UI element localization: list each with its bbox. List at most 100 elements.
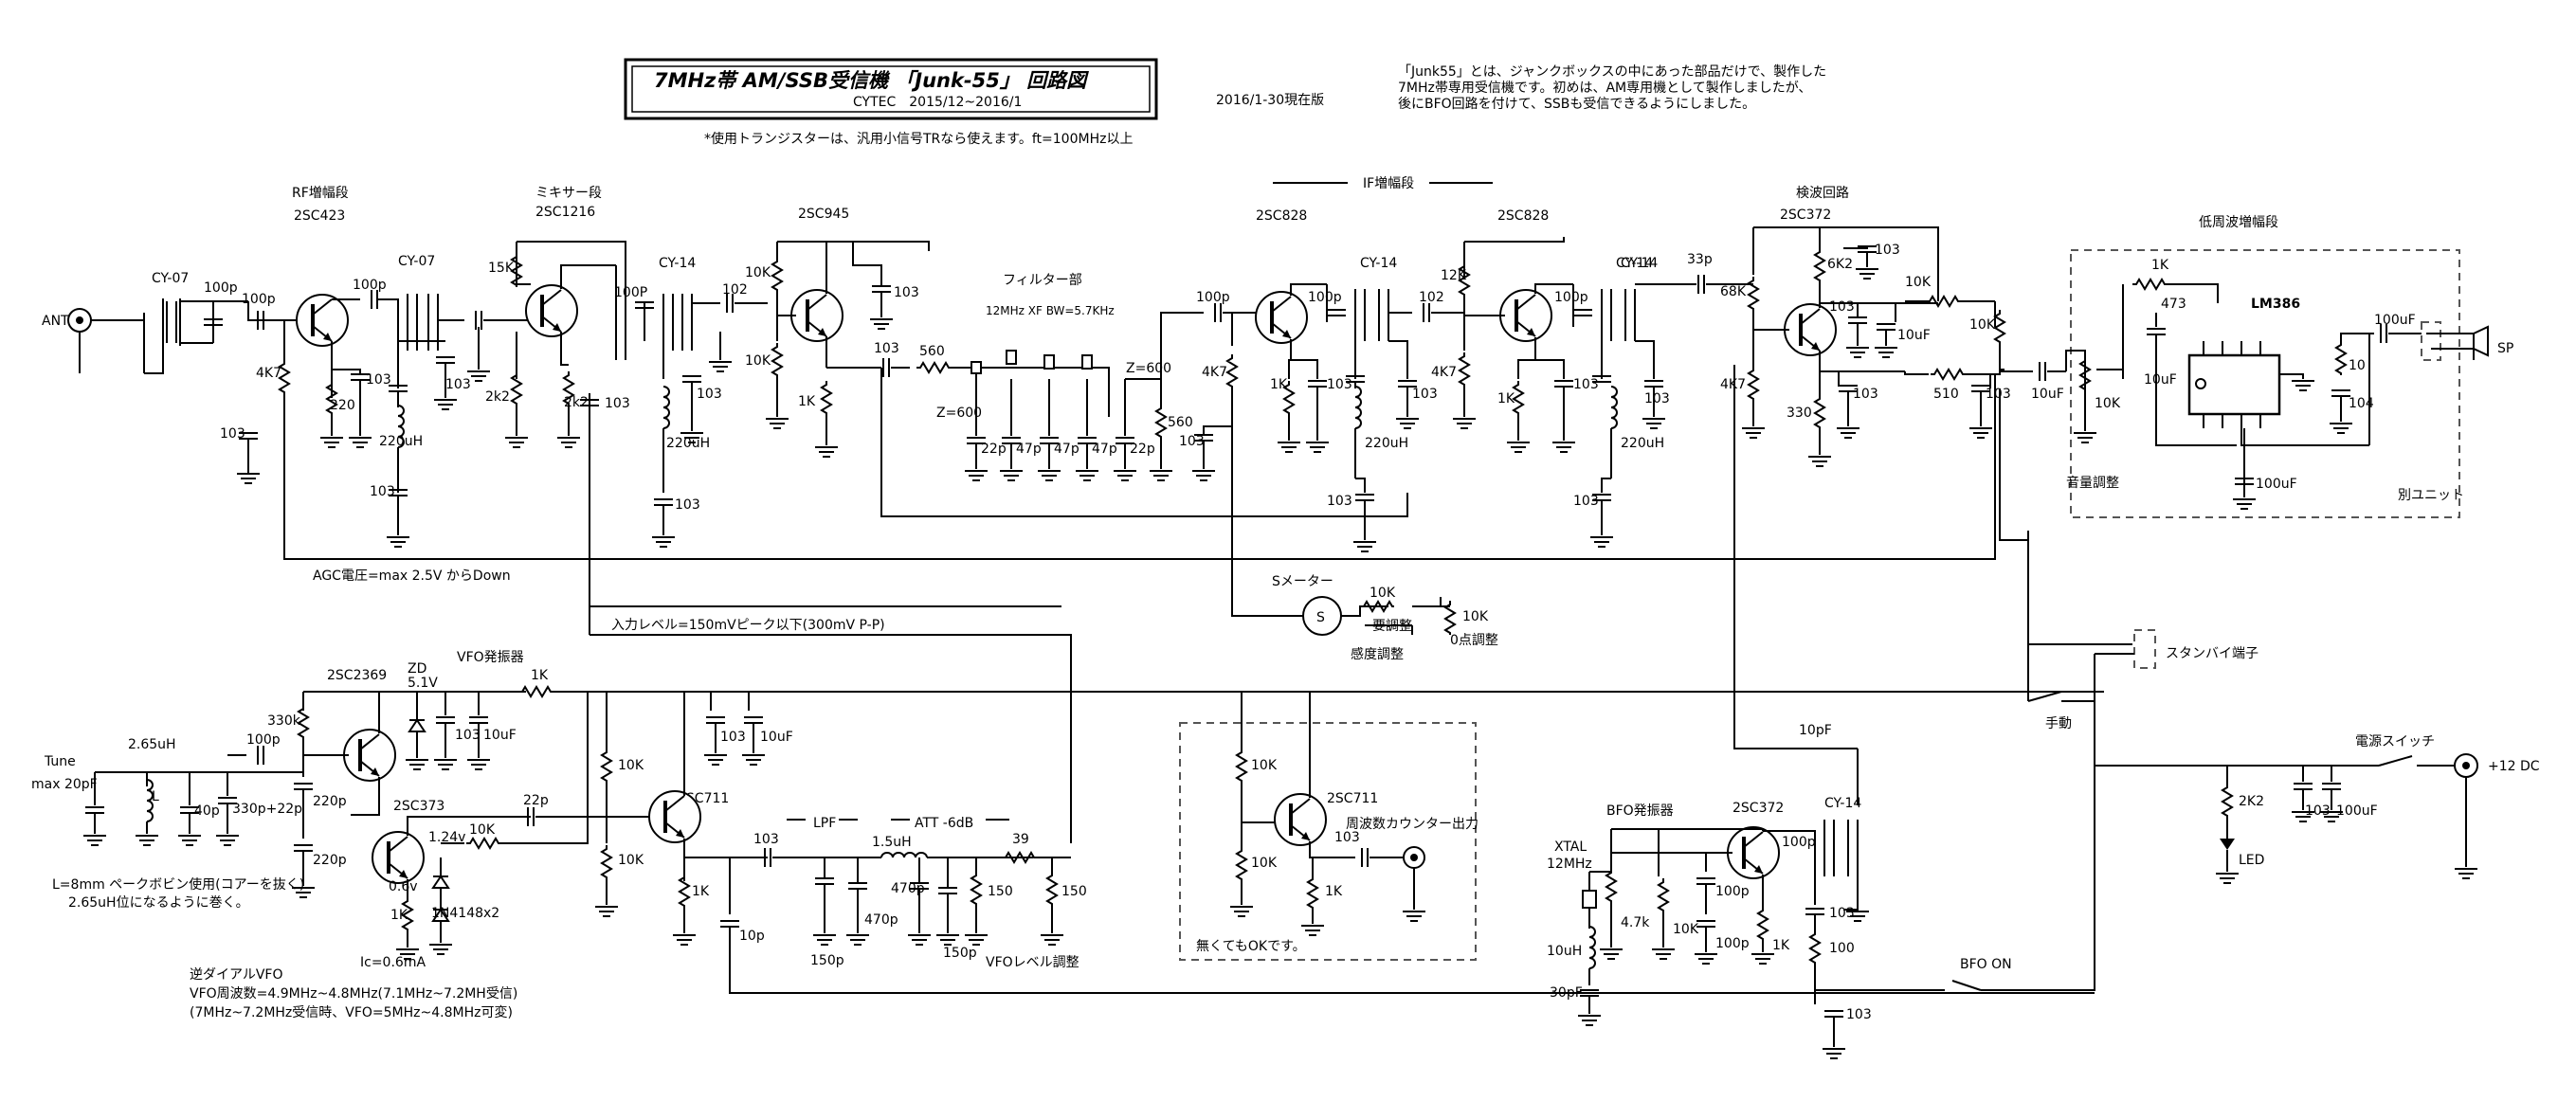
vfo-note-1: 逆ダイアルVFO: [190, 967, 283, 983]
label-c103-lpf: 103: [753, 832, 779, 847]
label-d1n4148: 1N4148x2: [431, 906, 499, 921]
label-r10k-vol: 10K: [2095, 396, 2121, 411]
title-author-date: CYTEC 2015/12~2016/1: [853, 95, 1022, 110]
label-c103-13: 103: [1412, 387, 1438, 402]
label-r10k-2: 10K: [745, 353, 771, 369]
label-max20p: max 20pF: [31, 777, 98, 792]
bfo-section: BFO発振器 2SC372 4.7k 10K 100p 100p 1K 100p…: [1547, 796, 1872, 1059]
label-c103-6: 103: [697, 387, 722, 402]
transistor-note: *使用トランジスターは、汎用小信号TRなら使えます。ft=100MHz以上: [704, 131, 1133, 147]
label-c100p-6: 100p: [1308, 290, 1342, 305]
label-r4k7-1: 4K7: [256, 366, 281, 381]
label-sens-short: 要調整: [1372, 619, 1412, 634]
label-c103-bfo: 103: [1829, 906, 1855, 921]
coil-note-2: 2.65uH位になるように巻く。: [68, 895, 249, 911]
label-optional: 無くてもOKです。: [1196, 939, 1306, 954]
label-c10pF: 10pF: [1799, 723, 1832, 738]
label-power-switch: 電源スイッチ: [2355, 734, 2435, 749]
label-q5: 2SC828: [1497, 208, 1549, 224]
label-zero-adj: 0点調整: [1450, 633, 1498, 648]
label-r473: 473: [2161, 297, 2186, 312]
label-r4-7k: 4.7k: [1621, 915, 1650, 930]
label-c470p-1: 470p: [864, 912, 898, 928]
detector-stage: 68K 4K7 6K2 103 330 103 103 10uF: [1720, 226, 2066, 467]
title-block: 7MHz帯 AM/SSB受信機 「Junk-55」 回路図 CYTEC 2015…: [624, 58, 1324, 120]
label-r2k2-1: 2k2: [485, 389, 510, 405]
label-r39: 39: [1012, 832, 1029, 847]
label-c100p-7: 100p: [1554, 290, 1588, 305]
label-c103-10: 103: [1179, 434, 1205, 449]
label-dc: +12 DC: [2488, 759, 2540, 774]
label-c150p-2: 150p: [943, 946, 977, 961]
label-r10k-sm: 10K: [1370, 586, 1396, 601]
label-l220uh-3: 220uH: [1365, 436, 1408, 451]
label-c470p-2: 470p: [891, 881, 925, 896]
label-cy07b: CY-07: [398, 254, 435, 269]
label-mixer: ミキサー段: [535, 186, 602, 201]
label-z600-a: Z=600: [936, 406, 982, 421]
label-c103-c: 103: [1334, 830, 1360, 845]
label-r1k-bfo: 1K: [1772, 938, 1790, 953]
label-bfo-on: BFO ON: [1960, 957, 2012, 972]
label-r2k2-2: 2k2: [564, 395, 589, 410]
label-r10k-det: 10K: [1905, 275, 1932, 290]
label-r150-2: 150: [1061, 884, 1087, 899]
label-cy14-bfo: CY-14: [1824, 796, 1861, 811]
label-r330: 330: [1787, 406, 1812, 421]
label-c103-8: 103: [894, 285, 919, 300]
label-detector: 検波回路: [1796, 186, 1849, 201]
label-c100P-mix: 100P: [614, 285, 647, 300]
if-stage-2: 12K 4K7 1K 103 100p CY-14 220uH 103 103: [1431, 237, 1753, 548]
label-r1k-c: 1K: [1325, 884, 1343, 899]
label-c103-11: 103: [1327, 377, 1352, 392]
label-c10p: 10p: [739, 929, 765, 944]
label-L: L: [152, 789, 159, 804]
label-c100p-bfo3: 100p: [1782, 835, 1816, 850]
label-c22p-a: 22p: [981, 442, 1007, 457]
label-c103-17: 103: [1875, 243, 1900, 258]
label-if-amp: IF増幅段: [1363, 176, 1414, 191]
label-c10uf-vfo1: 10uF: [483, 728, 517, 743]
label-filter-spec: 12MHz XF BW=5.7KHz: [986, 304, 1115, 317]
label-c22p-b: 22p: [1130, 442, 1155, 457]
ant-label: ANT: [42, 314, 69, 329]
description-line-3: 後にBFO回路を付けて、SSBも受信できるようにしました。: [1398, 97, 1755, 112]
vfo-section: VFO発振器 2SC2369 330k Tune max 20pF 2.65uH…: [31, 650, 2104, 994]
rf-stage: CY-07 100p 100p 4K7 103 220 103 100p CY-…: [152, 254, 531, 548]
label-r6k2: 6K2: [1827, 257, 1853, 272]
mixer-stage: 15K 2k2 2k2 103 100P CY-14 102 103 220uH: [485, 241, 1061, 607]
label-s-meter: Sメーター: [1272, 574, 1333, 589]
label-c103-5: 103: [605, 396, 630, 411]
label-r220: 220: [330, 398, 355, 413]
label-c103-15: 103: [1573, 494, 1599, 509]
label-c104: 104: [2349, 396, 2374, 411]
label-cy07a: CY-07: [152, 271, 189, 286]
antenna-terminal: ANT: [42, 308, 92, 333]
label-r10k-v1: 10K: [618, 758, 644, 773]
label-r15k: 15K: [488, 261, 515, 276]
label-r68k: 68K: [1720, 284, 1747, 299]
label-lpf: LPF: [813, 816, 836, 831]
label-c220p-1: 220p: [313, 794, 347, 809]
label-lm386: LM386: [2251, 297, 2300, 312]
label-l220uh-4: 220uH: [1621, 436, 1664, 451]
label-c103-bfo2: 103: [1846, 1007, 1872, 1022]
label-volume: 音量調整: [2066, 475, 2119, 491]
label-r1k-1: 1K: [798, 394, 816, 409]
label-c150p-1: 150p: [810, 953, 844, 968]
label-cy14b: CY-14: [1360, 256, 1397, 271]
label-r510: 510: [1933, 387, 1959, 402]
counter-output-box: 10K 10K 2SC711 1K 103 周波数カウンター出力 無くてもOKで…: [1179, 692, 1478, 961]
xtal-element: [971, 361, 982, 374]
label-c47p-b: 47p: [1054, 442, 1079, 457]
label-r10k-vb: 10K: [469, 822, 496, 838]
label-q7: 2SC2369: [327, 668, 387, 683]
label-filter: フィルター部: [1003, 273, 1082, 288]
label-v124: 1.24v: [428, 830, 465, 845]
label-c103-18: 103: [1853, 387, 1878, 402]
label-c103-vfo1: 103: [455, 728, 481, 743]
label-r1k-vfo: 1K: [531, 668, 549, 683]
label-r12k: 12K: [1441, 268, 1467, 283]
label-r150-1: 150: [988, 884, 1013, 899]
label-c10uf-vfo2: 10uF: [760, 730, 793, 745]
